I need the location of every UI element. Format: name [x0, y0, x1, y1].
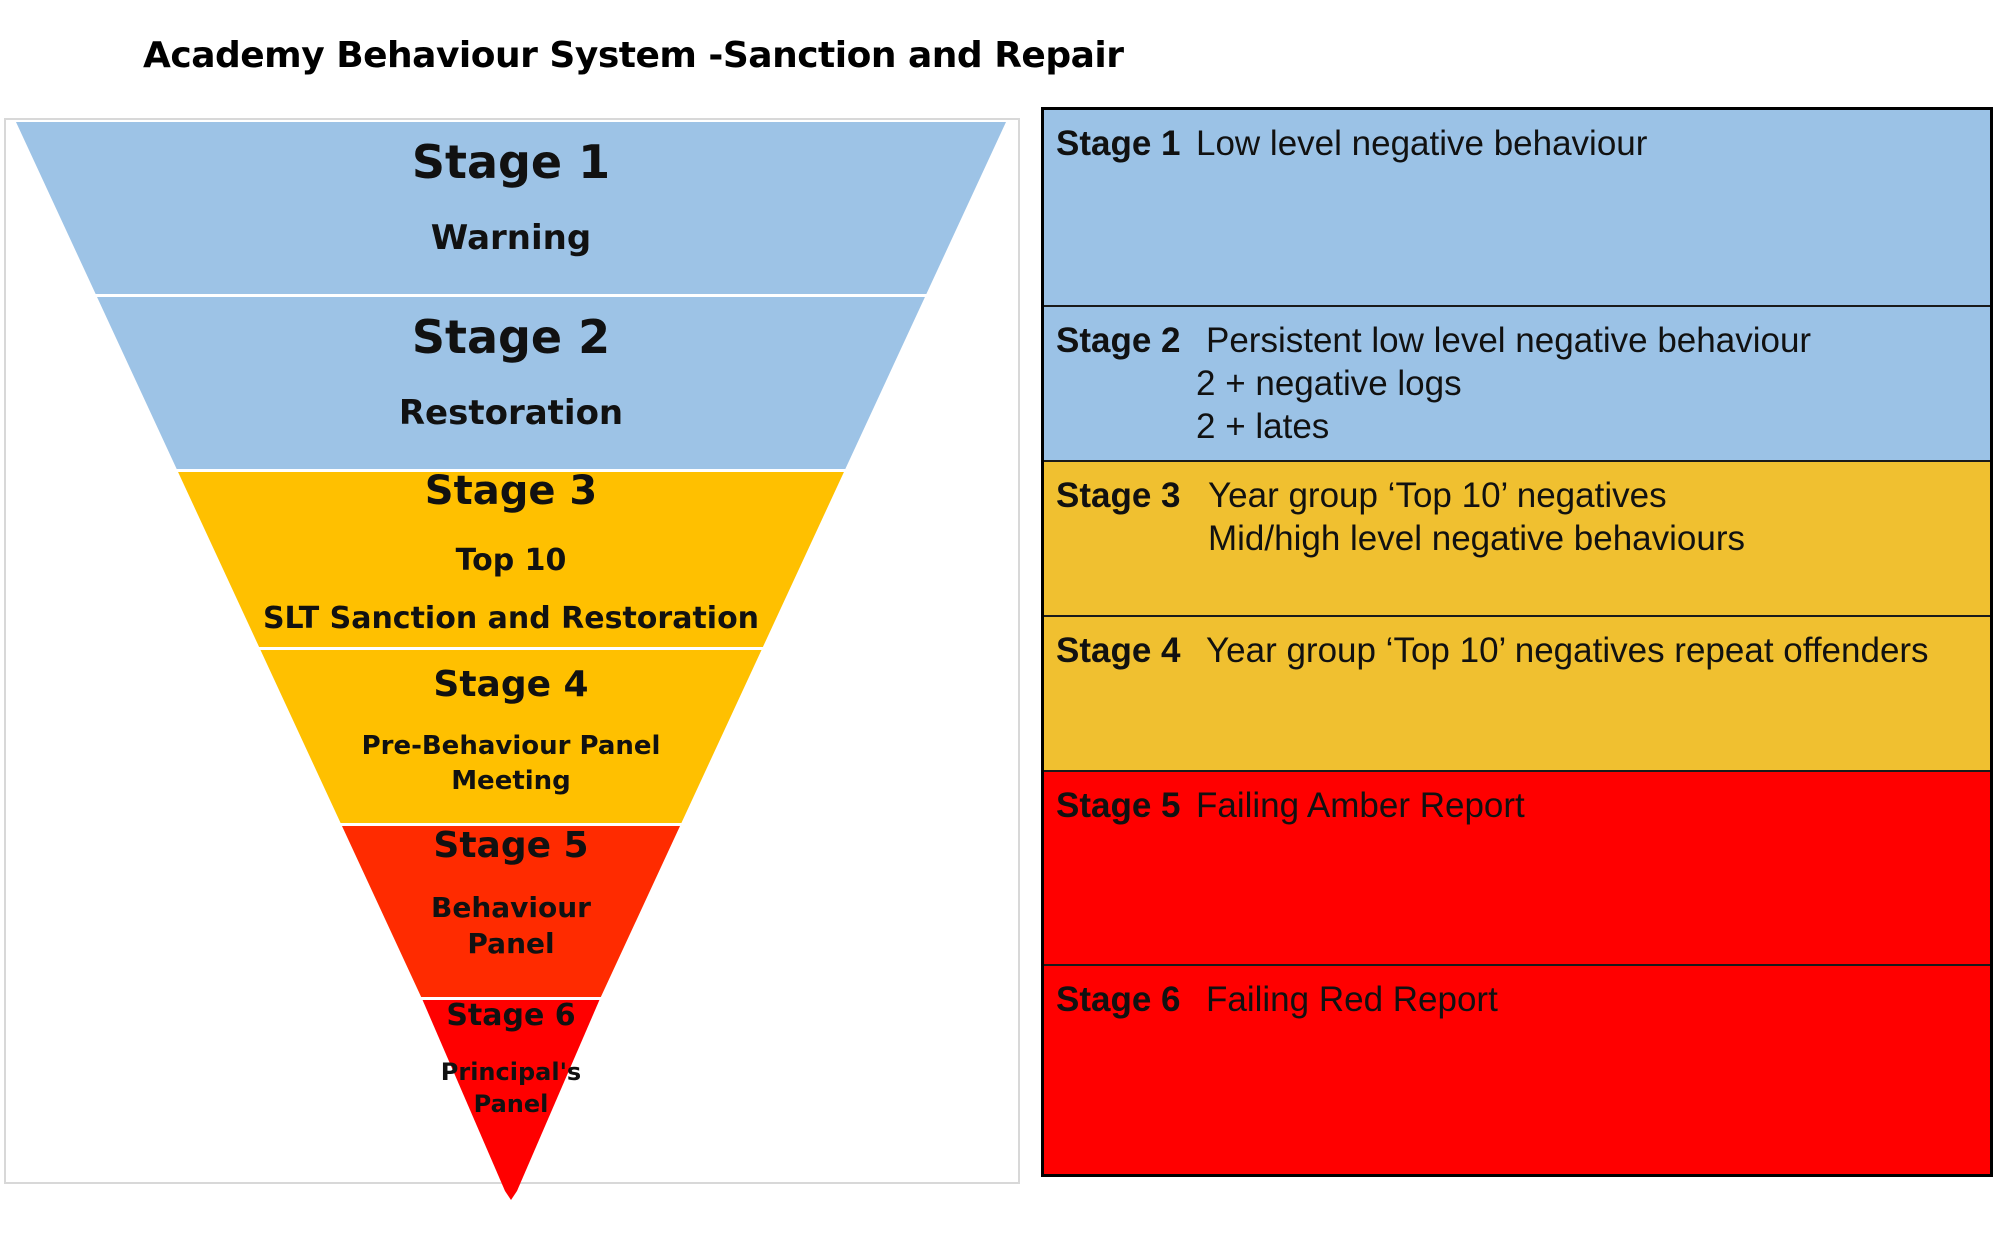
stage-row-4: Stage 4 Year group ‘Top 10’ negatives rep… [1044, 617, 1990, 772]
funnel-layer-6-line-2: Panel [474, 1090, 549, 1118]
stage-row-5-label: Stage 5 [1056, 786, 1181, 825]
funnel-layer-3-title: Stage 3 [425, 468, 597, 514]
funnel-layer-2-line-1: Restoration [399, 393, 623, 433]
stage-row-2-label: Stage 2 [1056, 321, 1181, 360]
stage-row-2-line-3: 2 + lates [1196, 407, 1330, 446]
stage-row-1-label: Stage 1 [1056, 124, 1181, 163]
stage-row-5: Stage 5 Failing Amber Report [1044, 772, 1990, 966]
funnel-tip [505, 1191, 517, 1200]
funnel-layer-4-title: Stage 4 [433, 664, 588, 705]
stage-row-2-line-2: 2 + negative logs [1196, 364, 1462, 403]
funnel-layer-3-line-1: Top 10 [456, 543, 567, 578]
funnel-layer-6 [422, 1000, 600, 1191]
funnel-layer-4-line-1: Pre-Behaviour Panel [362, 731, 661, 761]
stage-row-6-label: Stage 6 [1056, 980, 1181, 1019]
funnel-layer-5 [341, 826, 681, 997]
stage-row-6-line-1: Failing Red Report [1206, 980, 1498, 1019]
stage-row-3-label: Stage 3 [1056, 476, 1181, 515]
funnel-layer-6-line-1: Principal's [441, 1058, 581, 1086]
stage-row-1: Stage 1 Low level negative behaviour [1044, 110, 1990, 307]
funnel-layer-6-title: Stage 6 [446, 998, 575, 1033]
stage-row-1-line-1: Low level negative behaviour [1196, 124, 1648, 163]
funnel-layer-5-title: Stage 5 [433, 825, 588, 866]
stage-row-3-line-2: Mid/high level negative behaviours [1208, 519, 1745, 558]
funnel-layer-1-title: Stage 1 [412, 135, 610, 189]
funnel-layer-5-line-2: Panel [467, 927, 554, 960]
funnel-layer-4 [260, 650, 762, 823]
stage-row-5-line-1: Failing Amber Report [1196, 786, 1525, 825]
funnel-layer-3-line-2: SLT Sanction and Restoration [263, 601, 759, 636]
funnel-layer-3 [178, 472, 844, 647]
funnel-layer-1-line-1: Warning [431, 218, 591, 258]
stage-row-4-line-1: Year group ‘Top 10’ negatives repeat off… [1206, 631, 1929, 670]
page-title: Academy Behaviour System -Sanction and R… [143, 35, 1124, 76]
funnel-layer-5-line-1: Behaviour [431, 891, 591, 924]
funnel-layer-1 [16, 122, 1006, 294]
stage-row-6: Stage 6 Failing Red Report [1044, 966, 1990, 1174]
funnel-layer-2 [97, 297, 925, 469]
stage-row-2-line-1: Persistent low level negative behaviour [1206, 321, 1812, 360]
stage-row-2: Stage 2 Persistent low level negative beh… [1044, 307, 1990, 462]
stage-row-3-line-1: Year group ‘Top 10’ negatives [1208, 476, 1667, 515]
stage-row-4-label: Stage 4 [1056, 631, 1181, 670]
funnel-layer-2-title: Stage 2 [412, 310, 610, 364]
funnel-layer-4-line-2: Meeting [451, 766, 571, 796]
